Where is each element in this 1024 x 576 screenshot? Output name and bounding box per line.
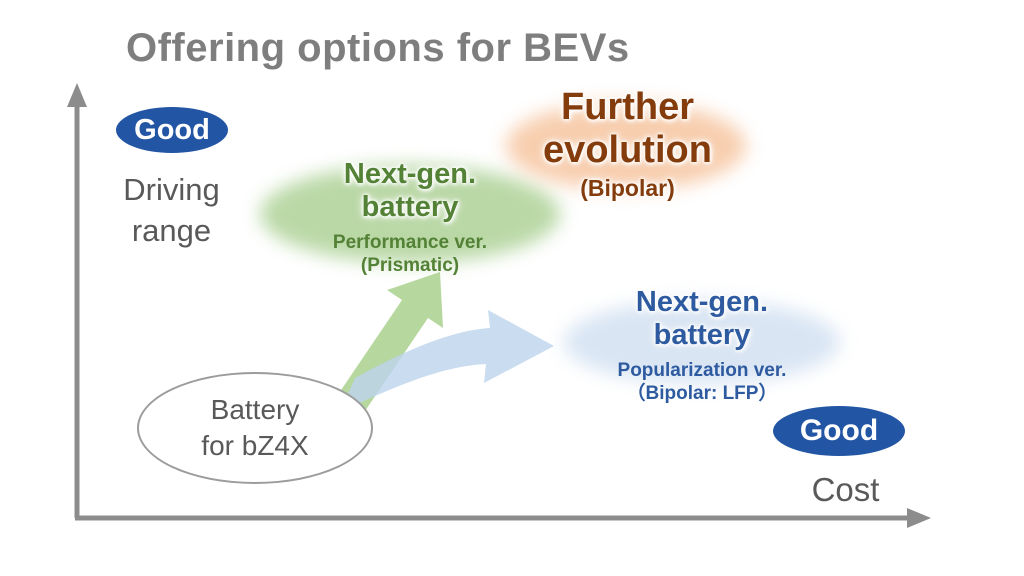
battery-bz4x-node: Battery for bZ4X <box>137 372 373 484</box>
performance-battery-note: (Prismatic) <box>360 255 460 277</box>
y-axis-arrowhead-icon <box>67 83 87 107</box>
popularization-battery-subtitle: Popularization ver. <box>617 359 787 381</box>
driving-range-label-line2: range <box>131 212 212 248</box>
performance-battery-label: Next-gen. battery Performance ver. (Pris… <box>280 158 540 278</box>
page-title: Offering options for BEVs <box>126 26 630 70</box>
performance-battery-title-line1: Next-gen. <box>343 158 477 190</box>
performance-battery-subtitle: Performance ver. <box>332 231 488 253</box>
popularization-battery-label: Next-gen. battery Popularization ver. （B… <box>577 286 827 406</box>
popularization-battery-title-line1: Next-gen. <box>635 286 769 318</box>
battery-bz4x-label-line1: Battery <box>210 394 300 426</box>
arrow-to-popularization-icon <box>340 310 554 412</box>
further-evolution-title-line1: Further <box>561 86 694 128</box>
further-evolution-label: Further evolution (Bipolar) <box>495 86 760 202</box>
performance-battery-title-line2: battery <box>361 191 459 224</box>
performance-battery-blob <box>260 165 560 263</box>
popularization-battery-blob <box>564 300 840 384</box>
good-badge-cost: Good <box>773 406 905 456</box>
driving-range-label-line1: Driving <box>123 172 220 207</box>
driving-range-label: Driving range <box>84 170 259 252</box>
further-evolution-note: (Bipolar) <box>580 175 675 202</box>
further-evolution-title-line2: evolution <box>543 128 712 171</box>
x-axis-arrowhead-icon <box>907 508 931 528</box>
popularization-battery-title-line2: battery <box>653 319 751 352</box>
popularization-battery-note: （Bipolar: LFP） <box>626 383 778 405</box>
further-evolution-blob <box>506 102 746 190</box>
battery-bz4x-label-line2: for bZ4X <box>201 430 309 461</box>
good-badge-driving-range: Good <box>116 107 228 153</box>
cost-label: Cost <box>811 471 880 508</box>
